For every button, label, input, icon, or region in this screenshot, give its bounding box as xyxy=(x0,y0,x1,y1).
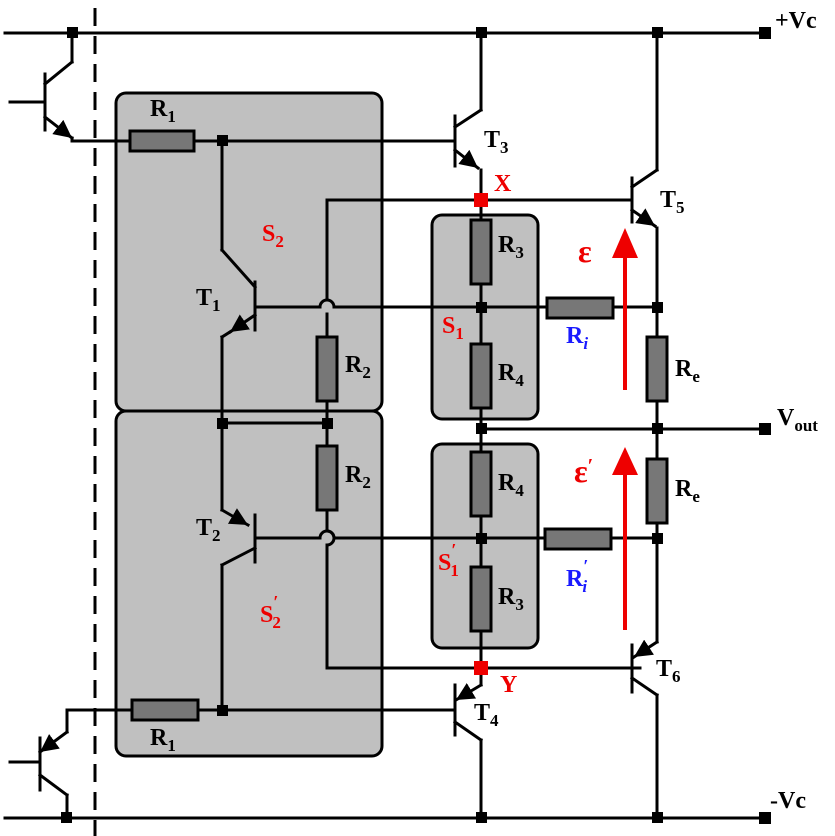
r3-lower xyxy=(469,565,493,633)
re-upper xyxy=(645,335,669,403)
t2-transistor xyxy=(219,507,322,568)
r2-lower xyxy=(315,444,339,512)
ri-lower-label: R′i xyxy=(566,556,588,596)
r4-lower xyxy=(469,450,493,518)
vee-terminal xyxy=(759,812,771,824)
re-lower-label: Re xyxy=(675,476,700,506)
vout-terminal xyxy=(759,423,771,435)
vout-label: Vout xyxy=(777,405,818,435)
node-x-marker xyxy=(474,193,488,207)
s2-prime-label: S′2 xyxy=(260,592,281,632)
r1-top xyxy=(128,129,196,153)
r3-upper-label: R3 xyxy=(498,232,524,262)
re-lower xyxy=(645,457,669,525)
s1-prime-label: S′1 xyxy=(438,540,459,580)
r1-top-label: R1 xyxy=(150,96,176,126)
s1-label: S1 xyxy=(442,313,464,343)
vcc-terminal xyxy=(759,27,771,39)
r4-upper xyxy=(469,342,493,410)
s2-label: S2 xyxy=(262,221,284,251)
t5-transistor xyxy=(479,167,660,229)
vcc-label: +Vc xyxy=(775,8,817,34)
ri-lower xyxy=(543,527,613,551)
t2-label: T2 xyxy=(196,515,221,545)
r3-upper xyxy=(469,218,493,286)
t3-label: T3 xyxy=(484,127,509,157)
ri-upper xyxy=(545,296,615,320)
r2-upper xyxy=(315,335,339,403)
emf-label: ε xyxy=(578,233,592,269)
t1-transistor xyxy=(219,247,322,425)
r1-bottom xyxy=(130,698,200,722)
input-transistor-top xyxy=(8,31,75,143)
r3-lower-label: R3 xyxy=(498,584,524,614)
ri-upper-label: Ri xyxy=(566,323,588,353)
r4-lower-label: R4 xyxy=(498,470,524,500)
r2-upper-label: R2 xyxy=(345,352,371,382)
node-y-marker xyxy=(474,661,488,675)
t4-label: T4 xyxy=(474,700,499,730)
r4-upper-label: R4 xyxy=(498,360,524,390)
input-transistor-bottom xyxy=(8,708,70,820)
t6-label: T6 xyxy=(656,656,681,686)
t4-transistor xyxy=(452,666,484,820)
node-x-label: X xyxy=(494,171,512,197)
s1-prime-panel xyxy=(430,442,540,650)
r2-lower-label: R2 xyxy=(345,462,371,492)
emf-prime-label: ε′ xyxy=(574,453,593,489)
t2-base-hop xyxy=(318,529,336,539)
t3-transistor xyxy=(452,107,484,202)
vee-label: -Vc xyxy=(770,788,806,814)
node-y-label: Y xyxy=(500,672,517,698)
r1-bottom-label: R1 xyxy=(150,725,176,755)
re-upper-label: Re xyxy=(675,356,700,386)
t5-label: T5 xyxy=(660,187,685,217)
t1-label: T1 xyxy=(196,285,221,315)
s1-panel xyxy=(430,213,540,421)
